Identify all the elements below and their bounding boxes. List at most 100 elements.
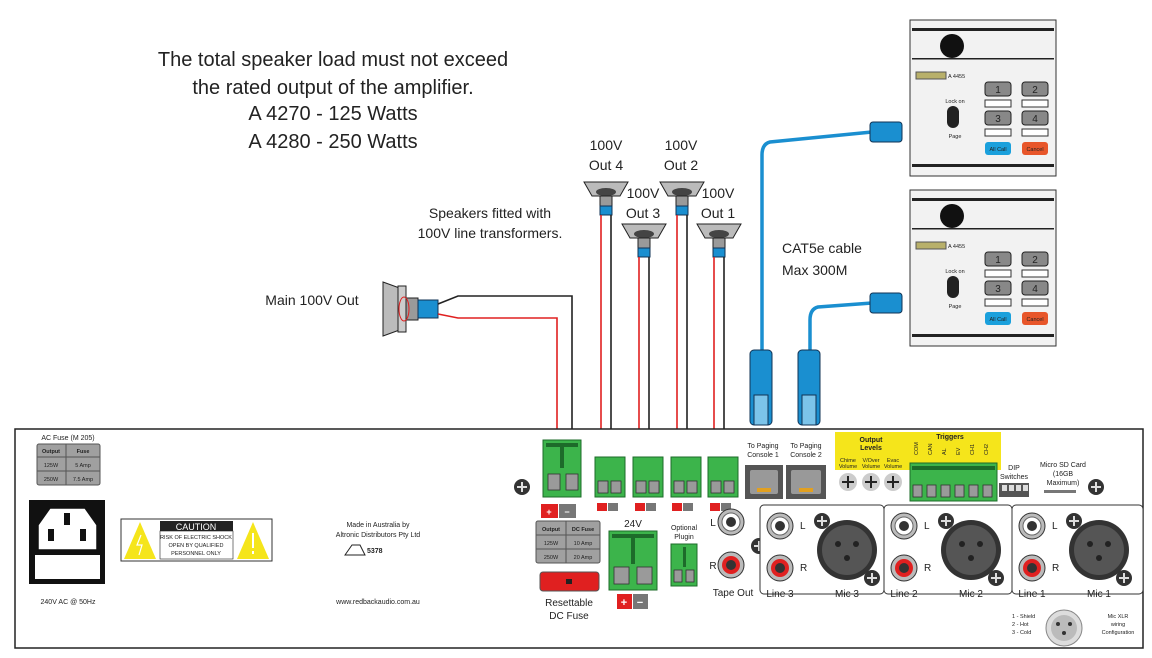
trigger-terminal[interactable] <box>909 462 998 502</box>
out-terminals[interactable] <box>594 456 739 498</box>
zone-key-3[interactable] <box>984 110 1012 126</box>
paging-console-2: A 4455 1 2 Lock on 3 4 Page All Call Can… <box>909 189 1057 347</box>
evac-volume-knob[interactable] <box>884 473 902 491</box>
right-label: R <box>924 563 931 574</box>
line-left-rca[interactable] <box>890 512 918 540</box>
svg-text:4: 4 <box>1032 114 1038 125</box>
notice-line: the rated output of the amplifier. <box>192 77 473 99</box>
dc-fuse-table: Output DC Fuse 125W 10 Amp 250W 20 Amp <box>535 520 601 564</box>
out4-terminal[interactable] <box>594 456 626 498</box>
website-label: www.redbackaudio.com.au <box>335 599 420 606</box>
screw-icon <box>513 478 531 496</box>
24v-terminal[interactable] <box>608 530 658 591</box>
optional-plugin-label: Optional <box>671 525 698 532</box>
out1-label: 100V <box>702 185 735 201</box>
out4-label: 100V <box>590 137 623 153</box>
mic-input-label: Mic 3 <box>835 589 859 600</box>
svg-text:Lock on: Lock on <box>945 269 964 275</box>
out3-label: Out 3 <box>626 205 660 221</box>
svg-text:Lock on: Lock on <box>945 99 964 105</box>
xlr-pin-legend: 1 - Shield <box>1012 614 1035 620</box>
page-switch[interactable] <box>947 106 959 128</box>
paging1-label: Console 1 <box>747 452 779 459</box>
zone-key-2[interactable] <box>1021 251 1049 267</box>
line-right-rca[interactable] <box>890 554 918 582</box>
chime-volume-knob[interactable] <box>839 473 857 491</box>
cancel-button[interactable] <box>1022 142 1048 155</box>
out2-terminal[interactable] <box>670 456 702 498</box>
svg-text:V/Over: V/Over <box>862 458 879 464</box>
cancel-button[interactable] <box>1022 312 1048 325</box>
line-right-rca[interactable] <box>766 554 794 582</box>
zone-key-4[interactable] <box>1021 280 1049 296</box>
svg-text:CAUTION: CAUTION <box>176 522 217 532</box>
out3-terminal[interactable] <box>632 456 664 498</box>
left-label: L <box>924 521 930 532</box>
ac-fuse-table: AC Fuse (M 205) Output Fuse 125W 5 Amp 2… <box>36 435 101 486</box>
micro-sd-slot[interactable] <box>1044 490 1076 493</box>
console-model: A 4455 <box>948 74 965 80</box>
zone-key-3[interactable] <box>984 280 1012 296</box>
svg-text:All Call: All Call <box>989 317 1006 323</box>
screw-icon <box>987 569 1005 587</box>
line-left-rca[interactable] <box>766 512 794 540</box>
speaker-note: Speakers fitted with <box>429 205 551 221</box>
mains-label: 240V AC @ 50Hz <box>41 599 96 606</box>
svg-text:+: + <box>546 507 551 517</box>
polarity-markers: + − <box>541 503 731 518</box>
svg-text:Output: Output <box>42 449 60 455</box>
zone-key-4[interactable] <box>1021 110 1049 126</box>
optional-plugin-label: Plugin <box>674 534 694 541</box>
zone-key-1[interactable] <box>984 251 1012 267</box>
dip-switches[interactable] <box>999 483 1029 497</box>
triggers-label: Triggers <box>936 434 964 441</box>
screw-icon <box>937 512 955 530</box>
mic-input-label: Mic 1 <box>1087 589 1111 600</box>
rcm-number: 5378 <box>367 548 383 555</box>
svg-text:Cancel: Cancel <box>1026 147 1043 153</box>
notice-line: The total speaker load must not exceed <box>158 49 508 71</box>
svg-text:2: 2 <box>1032 255 1038 266</box>
svg-text:PERSONNEL ONLY: PERSONNEL ONLY <box>171 551 221 557</box>
all-call-button[interactable] <box>985 312 1011 325</box>
zone-key-2[interactable] <box>1021 81 1049 97</box>
page-switch[interactable] <box>947 276 959 298</box>
svg-text:DC Fuse: DC Fuse <box>572 527 594 533</box>
svg-text:COM: COM <box>914 442 920 455</box>
mic-xlr-input[interactable] <box>941 520 1001 580</box>
all-call-button[interactable] <box>985 142 1011 155</box>
line-right-rca[interactable] <box>1018 554 1046 582</box>
svg-text:Volume: Volume <box>862 464 880 470</box>
svg-text:4: 4 <box>1032 284 1038 295</box>
sd-label: Maximum) <box>1047 480 1080 487</box>
out1-terminal[interactable] <box>707 456 739 498</box>
main-out-terminal[interactable] <box>542 439 582 498</box>
resettable-label: Resettable <box>545 598 593 609</box>
svg-text:AC Fuse (M 205): AC Fuse (M 205) <box>41 435 94 442</box>
tape-out-right-rca[interactable] <box>717 551 745 579</box>
mic-xlr-input[interactable] <box>817 520 877 580</box>
svg-text:125W: 125W <box>44 463 59 469</box>
xlr-config-label: Configuration <box>1102 630 1135 636</box>
svg-text:10 Amp: 10 Amp <box>574 541 593 547</box>
rcm-compliance-icon <box>344 544 366 556</box>
paging-console-2-jack[interactable] <box>786 465 826 499</box>
cable-label: CAT5e cable <box>782 240 862 256</box>
optional-plugin-terminal[interactable] <box>670 543 698 587</box>
line-left-rca[interactable] <box>1018 512 1046 540</box>
zone-key-1[interactable] <box>984 81 1012 97</box>
xlr-config-label: wiring <box>1110 622 1125 628</box>
made-in-label: Altronic Distributors Pty Ltd <box>336 532 421 539</box>
tape-out-left-rca[interactable] <box>717 508 745 536</box>
line-input-label: Line 2 <box>890 589 918 600</box>
right-label: R <box>1052 563 1059 574</box>
voice-over-volume-knob[interactable] <box>862 473 880 491</box>
tape-out-label: Tape Out <box>713 588 754 599</box>
svg-text:250W: 250W <box>544 555 559 561</box>
electric-shock-warning-icon <box>124 522 156 559</box>
iec-power-inlet[interactable] <box>29 500 105 584</box>
mic-xlr-input[interactable] <box>1069 520 1129 580</box>
paging-console-1-jack[interactable] <box>745 465 783 499</box>
resettable-dc-fuse[interactable] <box>539 571 600 592</box>
